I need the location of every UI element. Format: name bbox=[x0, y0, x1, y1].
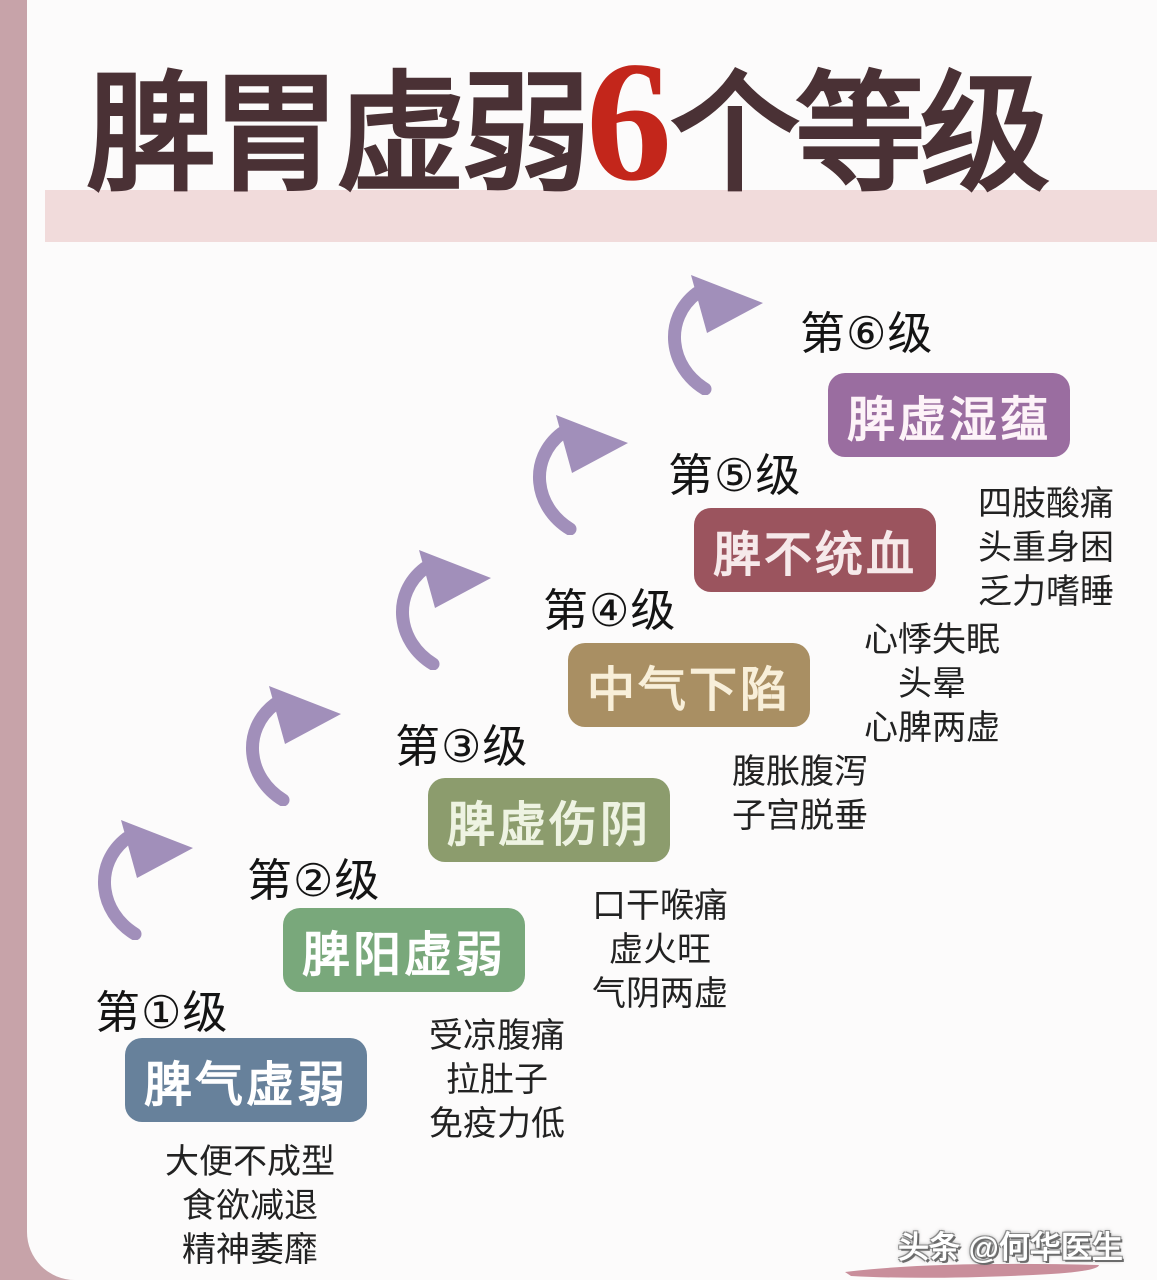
symptom-line: 子宫脱垂 bbox=[732, 797, 868, 835]
symptom-line: 拉肚子 bbox=[446, 1061, 548, 1099]
symptom-line: 头晕 bbox=[898, 665, 966, 703]
level-4-symptoms: 腹胀腹泻 子宫脱垂 bbox=[684, 750, 916, 838]
symptom-line: 头重身困 bbox=[978, 529, 1114, 567]
symptom-line: 气阴两虚 bbox=[592, 975, 728, 1013]
title-prefix: 脾胃虚弱 bbox=[86, 64, 591, 208]
symptom-line: 大便不成型 bbox=[165, 1143, 335, 1181]
level-5-box: 脾不统血 bbox=[694, 508, 936, 592]
arrow-arc bbox=[533, 426, 577, 535]
level-3-box: 脾虚伤阴 bbox=[428, 778, 670, 862]
title-highlight-number: 6 bbox=[586, 27, 672, 217]
arrow-head bbox=[419, 550, 491, 608]
level-3-symptoms: 口干喉痛 虚火旺 气阴两虚 bbox=[544, 884, 776, 1016]
level-1-symptoms: 大便不成型 食欲减退 精神萎靡 bbox=[134, 1140, 366, 1272]
level-6-label: 第⑥级 bbox=[800, 308, 934, 359]
symptom-line: 食欲减退 bbox=[182, 1187, 318, 1225]
arrow-head bbox=[269, 686, 341, 744]
level-1-label: 第①级 bbox=[95, 987, 229, 1038]
level-3-label: 第③级 bbox=[395, 721, 529, 772]
title-suffix: 个等级 bbox=[670, 64, 1050, 208]
symptom-line: 心脾两虚 bbox=[864, 709, 1000, 747]
symptom-line: 四肢酸痛 bbox=[978, 485, 1114, 523]
level-2-label: 第②级 bbox=[247, 855, 381, 906]
symptom-line: 腹胀腹泻 bbox=[732, 753, 868, 791]
symptom-line: 乏力嗜睡 bbox=[978, 573, 1114, 611]
curved-arrow-icon bbox=[233, 686, 363, 806]
title-band bbox=[45, 190, 1157, 242]
curved-arrow-icon bbox=[383, 550, 513, 670]
symptom-line: 受凉腹痛 bbox=[429, 1017, 565, 1055]
level-5-symptoms: 心悸失眠 头晕 心脾两虚 bbox=[816, 618, 1048, 750]
level-4-box: 中气下陷 bbox=[568, 643, 810, 727]
symptom-line: 口干喉痛 bbox=[592, 887, 728, 925]
level-6-box: 脾虚湿蕴 bbox=[828, 373, 1070, 457]
arrow-arc bbox=[98, 831, 142, 940]
swoosh-shape bbox=[845, 1263, 1099, 1278]
arrow-arc bbox=[246, 697, 290, 806]
arrow-head bbox=[691, 275, 763, 333]
level-2-symptoms: 受凉腹痛 拉肚子 免疫力低 bbox=[381, 1014, 613, 1146]
page-title: 脾胃虚弱6个等级 bbox=[86, 36, 1050, 208]
arrow-head bbox=[556, 415, 628, 473]
curved-arrow-icon bbox=[85, 820, 215, 940]
watermark-swoosh bbox=[843, 1256, 1105, 1280]
symptom-line: 心悸失眠 bbox=[864, 621, 1000, 659]
level-6-symptoms: 四肢酸痛 头重身困 乏力嗜睡 bbox=[930, 482, 1157, 614]
arrow-head bbox=[121, 820, 193, 878]
level-5-label: 第⑤级 bbox=[668, 450, 802, 501]
watermark: 头条 @何华医生 bbox=[898, 1230, 1123, 1265]
symptom-line: 免疫力低 bbox=[429, 1105, 565, 1143]
level-4-label: 第④级 bbox=[543, 585, 677, 636]
curved-arrow-icon bbox=[655, 275, 785, 395]
arrow-arc bbox=[668, 286, 712, 395]
curved-arrow-icon bbox=[520, 415, 650, 535]
level-1-box: 脾气虚弱 bbox=[125, 1038, 367, 1122]
symptom-line: 虚火旺 bbox=[609, 931, 711, 969]
level-2-box: 脾阳虚弱 bbox=[283, 908, 525, 992]
arrow-arc bbox=[396, 561, 440, 670]
symptom-line: 精神萎靡 bbox=[182, 1231, 318, 1269]
